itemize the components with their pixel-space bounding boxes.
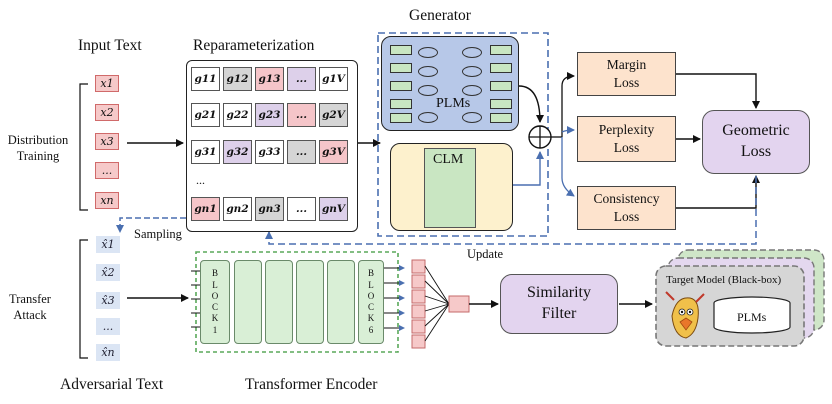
plms-hidden-node <box>462 47 482 58</box>
plms-hidden-node <box>462 112 482 123</box>
plms-label: PLMs <box>436 96 471 111</box>
encoder-output-column <box>411 259 426 349</box>
plms-hidden-node <box>418 66 438 77</box>
distribution-training-label: Distribution Training <box>7 133 69 163</box>
plms-output-node <box>490 99 512 109</box>
pooled-embedding <box>448 295 470 313</box>
plms-output-node <box>490 45 512 55</box>
plms-input-node <box>390 113 412 123</box>
reparameterization-title: Reparameterization <box>193 37 315 54</box>
adversarial-token: x̂2 <box>96 264 120 281</box>
update-dashed-arrow <box>265 176 757 245</box>
matrix-cell: gn3 <box>255 197 284 221</box>
matrix-cell: g23 <box>255 103 284 127</box>
input-token: x1 <box>95 75 119 92</box>
generator-title: Generator <box>409 7 471 24</box>
target-plms-label: PLMs <box>737 310 767 324</box>
encoder-input-stubs <box>191 270 200 328</box>
transfer-attack-label: Transfer Attack <box>9 292 51 322</box>
encoder-output-arrows <box>384 265 405 331</box>
update-label: Update <box>467 247 504 261</box>
plms-output-node <box>490 113 512 123</box>
plms-input-node <box>390 63 412 73</box>
to-perplexity-arrow <box>561 126 575 135</box>
to-margin-arrow <box>561 72 575 137</box>
adversarial-bracket <box>79 239 88 359</box>
input-token: ... <box>95 162 119 179</box>
encoder-block <box>265 260 293 344</box>
matrix-cell: ... <box>287 67 316 91</box>
matrix-cell: g3V <box>319 140 348 164</box>
matrix-cell: ... <box>287 140 316 164</box>
clm-block <box>424 148 476 228</box>
matrix-cell: ... <box>287 197 316 221</box>
encoder-dashed-box <box>195 251 399 353</box>
sampling-dashed-arrow <box>116 217 186 233</box>
encoder-block <box>327 260 355 344</box>
input-token: x2 <box>95 104 119 121</box>
to-consistency-arrow <box>561 137 575 197</box>
margin-to-geometric-arrow <box>676 73 760 109</box>
plms-hidden-node <box>462 66 482 77</box>
matrix-cell: g33 <box>255 140 284 164</box>
plms-output-node <box>490 63 512 73</box>
matrix-cell: g11 <box>191 67 220 91</box>
matrix-cell: g22 <box>223 103 252 127</box>
matrix-cell: gn2 <box>223 197 252 221</box>
matrix-cell: g12 <box>223 67 252 91</box>
pooling-lines <box>424 265 450 342</box>
plms-input-node <box>390 81 412 91</box>
target-model-title: Target Model (Black-box) <box>666 274 782 286</box>
target-plms-cylinder-icon <box>713 296 791 334</box>
sampling-label: Sampling <box>134 227 182 241</box>
plms-input-node <box>390 99 412 109</box>
plms-hidden-node <box>418 112 438 123</box>
matrix-cell: gnV <box>319 197 348 221</box>
adversarial-token: x̂1 <box>96 236 120 253</box>
clm-label: CLM <box>433 152 464 167</box>
matrix-ellipsis-row: ... <box>196 173 205 187</box>
matrix-cell: g31 <box>191 140 220 164</box>
plms-input-node <box>390 45 412 55</box>
adversarial-token: x̂n <box>96 344 120 361</box>
matrix-cell: g21 <box>191 103 220 127</box>
matrix-cell: g1V <box>319 67 348 91</box>
target-model-mascot-icon <box>665 291 705 339</box>
input-text-title: Input Text <box>78 37 142 54</box>
generator-dashed-box <box>377 32 549 237</box>
matrix-cell: gn1 <box>191 197 220 221</box>
transformer-encoder-title: Transformer Encoder <box>245 376 378 393</box>
adversarial-text-title: Adversarial Text <box>60 376 164 393</box>
clm-to-sum-arrow <box>513 151 544 186</box>
plms-hidden-node <box>462 85 482 96</box>
matrix-cell: g32 <box>223 140 252 164</box>
input-token: xn <box>95 192 119 209</box>
matrix-cell: g2V <box>319 103 348 127</box>
input-bracket <box>79 83 88 211</box>
encoder-block <box>234 260 262 344</box>
adversarial-token: ... <box>96 318 120 335</box>
adversarial-token: x̂3 <box>96 292 120 309</box>
plms-to-sum-arrow <box>518 85 544 123</box>
plms-output-node <box>490 81 512 91</box>
consistency-to-geometric-arrow <box>676 175 760 209</box>
plms-hidden-node <box>418 85 438 96</box>
plms-hidden-node <box>418 47 438 58</box>
matrix-cell: g13 <box>255 67 284 91</box>
input-token: x3 <box>95 133 119 150</box>
matrix-cell: ... <box>287 103 316 127</box>
encoder-block <box>296 260 324 344</box>
